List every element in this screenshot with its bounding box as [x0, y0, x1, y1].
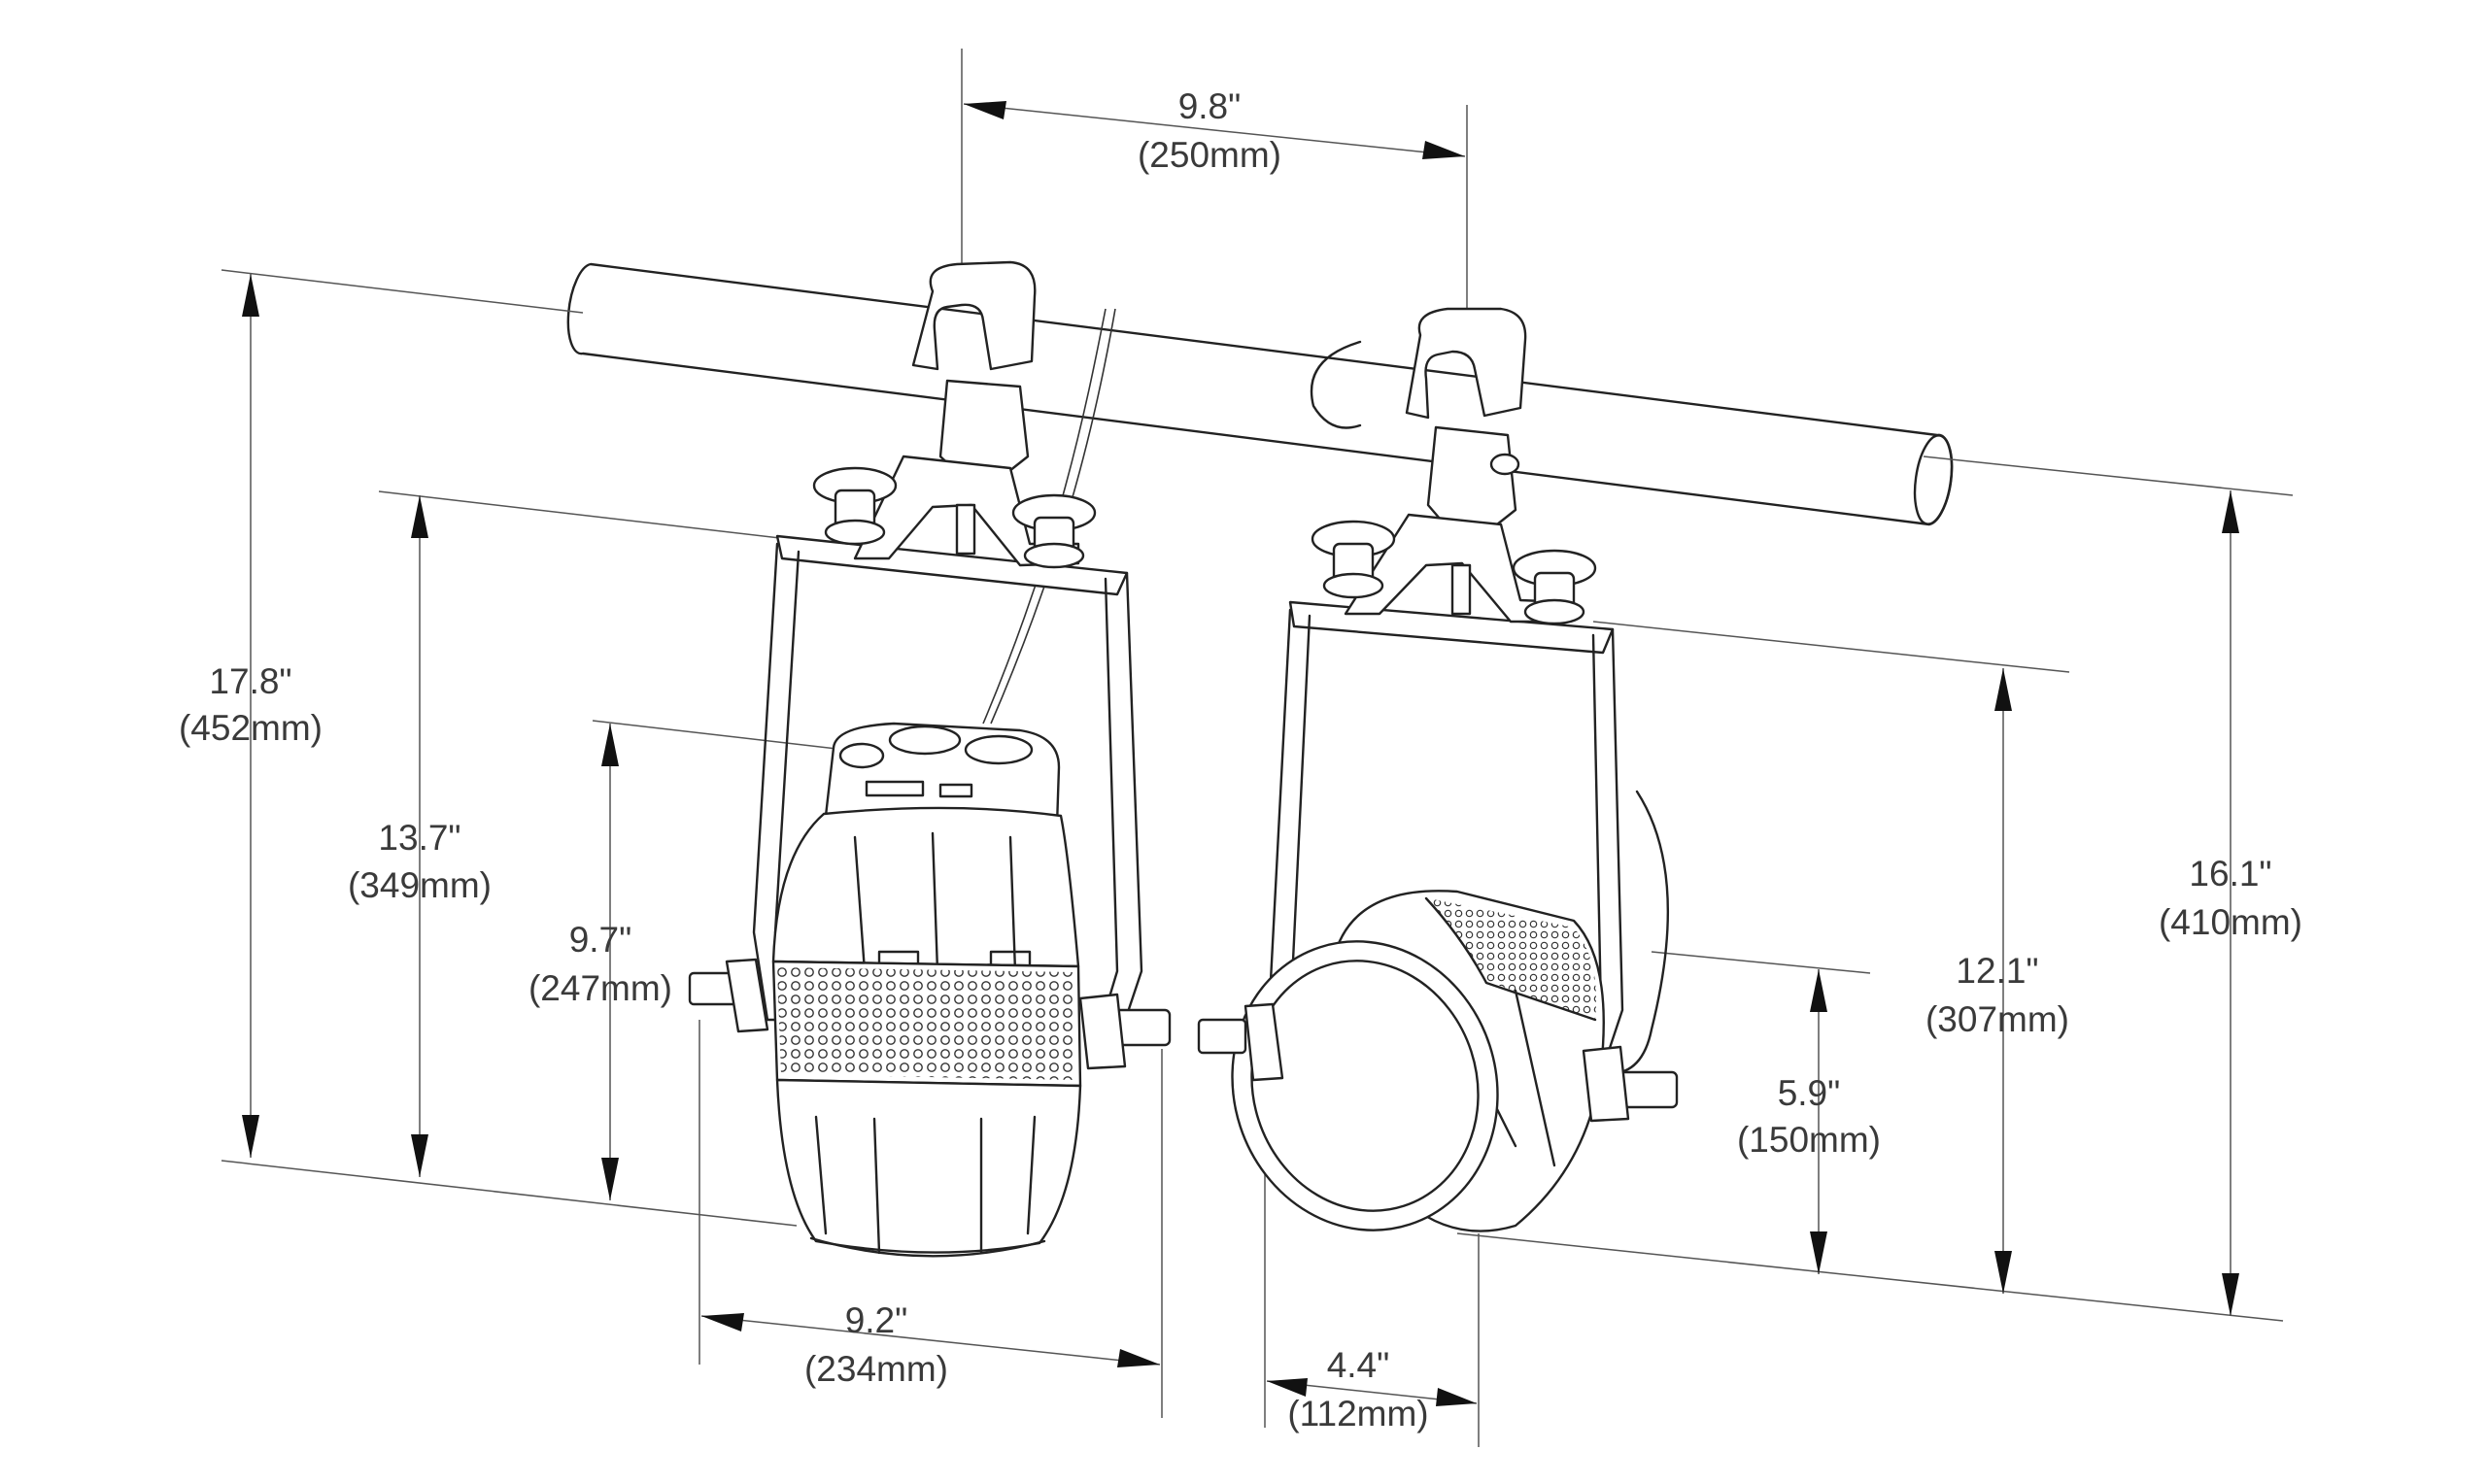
dimension-labels: 9.8" (250mm) 17.8" (452mm) 13.7" (349mm)…: [179, 86, 2302, 1433]
left-fixture: [688, 260, 1172, 1258]
lens-center-height-imperial: 5.9": [1778, 1073, 1841, 1113]
lens-depth-imperial: 4.4": [1327, 1345, 1390, 1385]
yoke-height-metric: (349mm): [348, 865, 492, 905]
dimension-lines: [242, 101, 2239, 1406]
body-width-imperial: 9.2": [845, 1300, 908, 1340]
clamp-spacing-imperial: 9.8": [1178, 86, 1242, 126]
yoke-height-imperial: 13.7": [378, 818, 460, 858]
overall-height-imperial: 17.8": [209, 661, 291, 701]
tilted-yoke-height-metric: (307mm): [1925, 999, 2069, 1039]
overall-height-metric: (452mm): [179, 708, 323, 748]
tilted-yoke-height-imperial: 12.1": [1956, 951, 2038, 991]
lens-depth-metric: (112mm): [1287, 1394, 1428, 1433]
tilted-overall-height-metric: (410mm): [2159, 902, 2302, 942]
body-width-metric: (234mm): [804, 1349, 948, 1389]
right-fixture: [1197, 307, 1679, 1232]
pipe: [566, 262, 1954, 526]
extension-lines: [221, 49, 2294, 1447]
clamp-spacing-metric: (250mm): [1138, 135, 1281, 175]
lens-center-height-metric: (150mm): [1737, 1120, 1881, 1160]
body-height-metric: (247mm): [528, 968, 672, 1008]
tilted-overall-height-imperial: 16.1": [2189, 854, 2271, 894]
body-height-imperial: 9.7": [569, 920, 632, 960]
